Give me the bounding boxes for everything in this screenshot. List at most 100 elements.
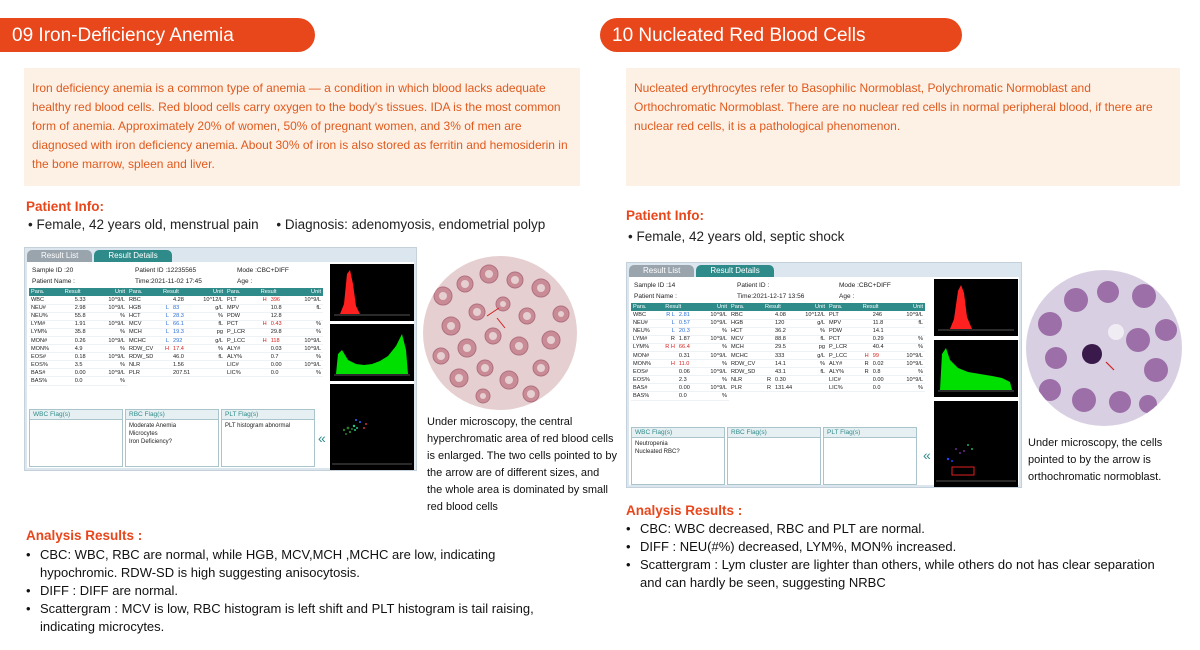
param-name: RDW_SD: [729, 367, 763, 377]
column-header: Result: [62, 288, 96, 296]
unit: 10^9/L: [95, 320, 127, 329]
result-value: 10.8: [268, 304, 292, 313]
collapse-chevron-icon[interactable]: «: [318, 430, 326, 446]
flag-mark: [62, 312, 73, 321]
flag-mark: [62, 344, 73, 354]
unit: 10^9/L: [291, 360, 323, 370]
flag-box: RBC Flag(s): [727, 427, 821, 485]
result-value: 0.00: [72, 368, 96, 378]
tab-result-list[interactable]: Result List: [27, 250, 93, 262]
result-value: 1.87: [676, 335, 699, 344]
param-name: PLT: [225, 296, 259, 305]
flag-mark: [860, 311, 871, 320]
result-value: 40.4: [870, 343, 894, 352]
column-header: Unit: [798, 303, 827, 311]
unit: %: [95, 376, 127, 386]
param-name: WBC: [631, 311, 664, 320]
table-row: BAS%0.0%: [631, 391, 729, 401]
result-value: 0.31: [676, 351, 699, 361]
flag-mark: [763, 327, 773, 336]
section-title: 10 Nucleated Red Blood Cells: [600, 18, 962, 52]
unit: %: [698, 359, 729, 369]
unit: 10^9/L: [893, 311, 925, 320]
column-header: Result: [161, 288, 197, 296]
collapse-chevron-icon[interactable]: «: [923, 447, 931, 463]
unit: %: [291, 368, 323, 378]
param-name: MON#: [631, 351, 664, 361]
flag-mark: L: [161, 336, 171, 346]
result-value: 29.8: [268, 328, 292, 337]
result-value: 4.08: [773, 311, 799, 320]
result-value: 0.29: [870, 335, 894, 344]
param-name: LYM%: [29, 328, 63, 337]
param-name: NEU#: [29, 304, 63, 313]
flag-mark: [62, 352, 73, 362]
unit: g/L: [798, 319, 827, 328]
param-name: P_LCR: [225, 328, 259, 337]
param-name: PDW: [827, 327, 861, 336]
unit: pg: [798, 343, 827, 352]
flag-mark: L: [161, 312, 171, 321]
mode: Mode :CBC+DIFF: [839, 282, 891, 289]
table-row: LIC%0.0%: [827, 383, 925, 393]
analysis-label: Analysis Results :: [26, 528, 143, 543]
result-value: 66.1: [171, 320, 197, 329]
result-value: 11.8: [870, 319, 894, 328]
param-name: MCV: [127, 320, 161, 329]
flag-mark: [763, 367, 773, 377]
flag-mark: [763, 343, 773, 352]
unit: %: [196, 344, 225, 354]
microscopy-image: [1026, 270, 1182, 426]
param-name: NEU#: [631, 319, 664, 328]
param-name: LIC%: [225, 368, 259, 378]
result-value: 66.4: [676, 343, 699, 352]
tab-result-details[interactable]: Result Details: [696, 265, 774, 277]
result-value: 83: [171, 304, 197, 313]
flag-mark: [258, 368, 269, 378]
flag-mark: [62, 296, 73, 305]
flag-body: Neutropenia Nucleated RBC?: [635, 441, 680, 455]
unit: fL: [893, 319, 925, 328]
flag-mark: [663, 367, 677, 377]
unit: %: [291, 320, 323, 329]
param-name: MON%: [631, 359, 664, 369]
result-value: 0.06: [676, 367, 699, 377]
result-value: 20.3: [676, 327, 699, 336]
result-value: 99: [870, 351, 894, 361]
analysis-item: DIFF : DIFF are normal.: [26, 582, 576, 600]
param-name: BAS%: [29, 376, 63, 386]
test-time: Time:2021-12-17 13:56: [737, 293, 805, 300]
flag-mark: L: [663, 327, 677, 336]
unit: 10^9/L: [291, 336, 323, 346]
param-name: HGB: [127, 304, 161, 313]
table-row: EOS%3.5%: [29, 360, 127, 370]
result-value: 0.02: [870, 359, 894, 369]
tab-result-details[interactable]: Result Details: [94, 250, 172, 262]
flag-mark: [161, 368, 171, 378]
tab-result-list[interactable]: Result List: [629, 265, 695, 277]
column-header: Result: [663, 303, 699, 311]
result-value: 118: [268, 336, 292, 346]
flag-title: PLT Flag(s): [222, 410, 314, 420]
flag-mark: [62, 328, 73, 337]
unit: 10^9/L: [95, 368, 127, 378]
result-value: 0.57: [676, 319, 699, 328]
patient-info-label: Patient Info:: [26, 199, 104, 214]
unit: %: [95, 344, 127, 354]
table-row: BAS%0.0%: [29, 376, 127, 386]
